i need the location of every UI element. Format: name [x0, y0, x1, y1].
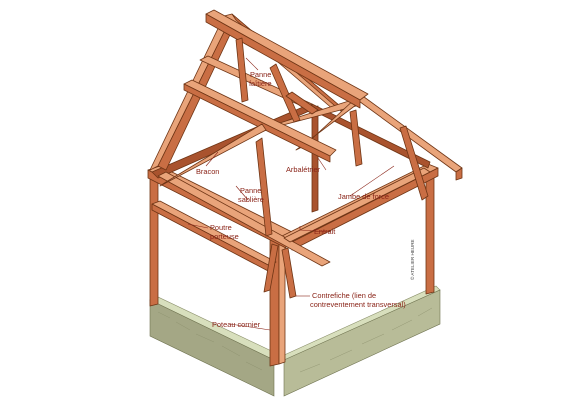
- label-poteau-cornier: Poteau cornier: [212, 320, 261, 329]
- leader-lines: [187, 57, 395, 331]
- masonry-walls: [149, 285, 441, 397]
- label-panne-faitiere-2: faîtière: [249, 79, 272, 88]
- label-panne-faitiere-1: Panne: [250, 70, 271, 79]
- credit-text: © ATELIER HEURE: [409, 239, 415, 280]
- label-jambe-de-force: Jambe de force: [338, 192, 389, 201]
- label-poutre-porteuse-1: Poutre: [210, 223, 232, 232]
- label-arbaletrier: Arbalétrier: [286, 165, 321, 174]
- corner-posts: [149, 105, 435, 367]
- label-panne-sabliere-1: Panne: [240, 186, 261, 195]
- label-panne-sabliere-2: sablière: [238, 195, 264, 204]
- braces: [159, 37, 429, 299]
- labels: Panne faîtière Bracon Arbalétrier Panne …: [196, 70, 406, 329]
- tie-beams: [157, 167, 431, 267]
- purlins: [183, 9, 369, 163]
- label-bracon: Bracon: [196, 167, 219, 176]
- label-contrefiche-1: Contrefiche (lien de: [312, 291, 376, 300]
- label-contrefiche-2: contreventement transversal): [310, 300, 406, 309]
- label-poutre-porteuse-2: porteuse: [210, 232, 239, 241]
- label-entrait: Entrait: [314, 227, 335, 236]
